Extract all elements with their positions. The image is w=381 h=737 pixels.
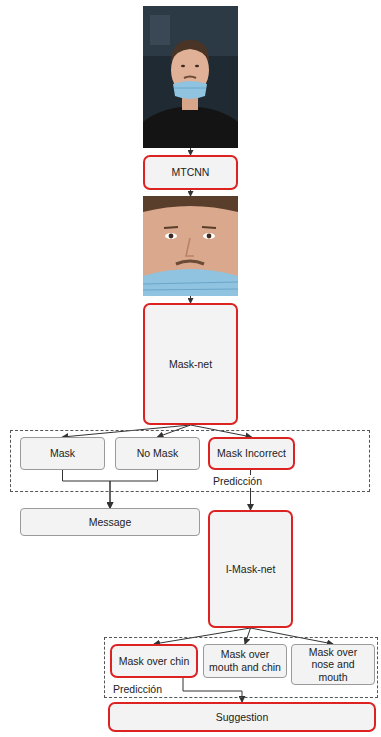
class-box: Mask over nose and mouth bbox=[291, 644, 375, 685]
flow-arrow bbox=[190, 148, 191, 155]
group-label: Predicción bbox=[111, 683, 164, 696]
box-label: I-Mask-net bbox=[226, 563, 276, 576]
connector bbox=[158, 425, 191, 437]
flow-arrow bbox=[190, 190, 191, 196]
connector bbox=[154, 628, 251, 644]
box-label: MTCNN bbox=[172, 166, 210, 179]
face-crop bbox=[143, 196, 238, 296]
box-label: Message bbox=[89, 516, 132, 529]
box-label: No Mask bbox=[137, 447, 178, 460]
connector bbox=[110, 470, 158, 508]
output-box: Message bbox=[20, 508, 200, 536]
box-label: Mask over chin bbox=[119, 655, 190, 668]
process-box: MTCNN bbox=[143, 155, 238, 190]
connector bbox=[245, 628, 251, 644]
connector bbox=[191, 425, 252, 437]
class-box: Mask over mouth and chin bbox=[203, 644, 287, 678]
flow-arrow bbox=[190, 296, 191, 303]
group-label: Predicción bbox=[211, 475, 264, 488]
class-box: Mask Incorrect bbox=[208, 437, 295, 470]
box-label: Mask over nose and mouth bbox=[296, 646, 370, 684]
prediction-group: Predicción Mask No Mask Mask Incorrect bbox=[10, 430, 370, 492]
class-box: Mask over chin bbox=[110, 644, 198, 678]
box-label: Mask bbox=[50, 447, 75, 460]
connector bbox=[63, 470, 111, 508]
prediction-group: Predicción Mask over chin Mask over mouth … bbox=[104, 637, 378, 698]
box-label: Mask over mouth and chin bbox=[208, 648, 282, 673]
connector bbox=[251, 628, 334, 644]
output-box: Suggestion bbox=[108, 702, 376, 732]
input-photo bbox=[143, 6, 238, 148]
connector bbox=[63, 425, 191, 437]
network-box: Mask-net bbox=[143, 303, 238, 425]
box-label: Mask-net bbox=[169, 358, 212, 371]
class-box: No Mask bbox=[115, 437, 200, 470]
connector bbox=[183, 678, 242, 702]
box-label: Mask Incorrect bbox=[217, 447, 286, 460]
network-box: I-Mask-net bbox=[208, 510, 293, 628]
class-box: Mask bbox=[20, 437, 105, 470]
box-label: Suggestion bbox=[216, 711, 269, 724]
